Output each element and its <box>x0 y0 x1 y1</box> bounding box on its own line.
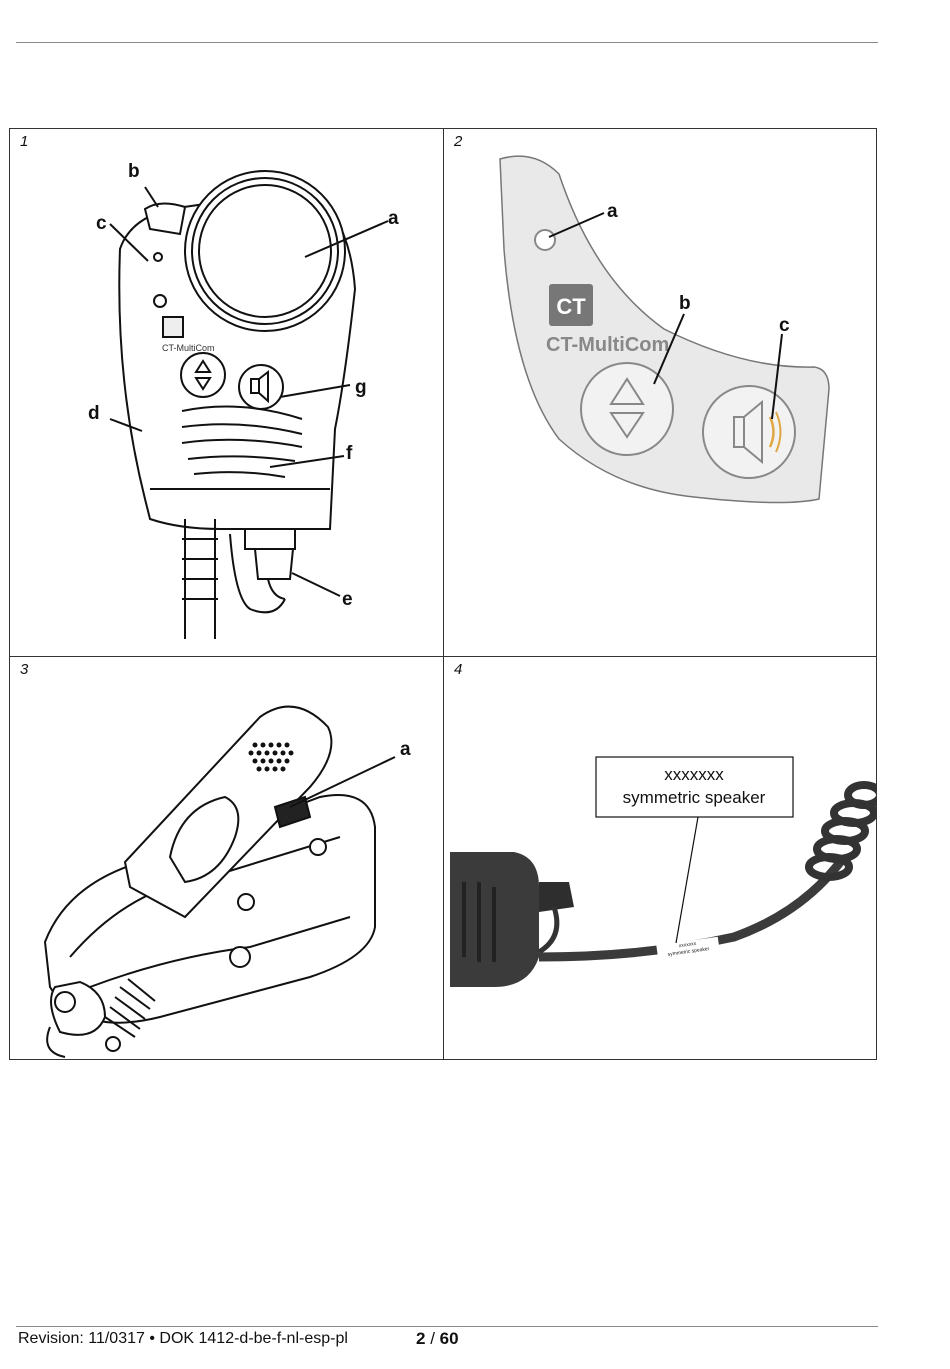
grid-divider-vertical <box>443 129 444 1059</box>
microphone-back-clip-drawing: a <box>43 705 411 1058</box>
figure-1-label-d: d <box>88 403 100 424</box>
figure-2-label-c: c <box>779 315 790 336</box>
figure-2-brand: CT-MultiCom <box>546 334 669 356</box>
grid-divider-horizontal <box>10 656 876 657</box>
figure-1-label-f: f <box>346 443 353 464</box>
handheld-microphone-drawing: b a c g d f e CT-MultiCom <box>88 161 399 639</box>
ct-logo-icon: CT <box>556 294 586 319</box>
page-current: 2 <box>416 1329 426 1348</box>
figure-1-panel: 1 <box>10 129 443 656</box>
keypad-faceplate-drawing: CT CT-MultiCom a b c <box>499 155 830 504</box>
figure-1-label-b: b <box>128 161 140 182</box>
callout-line2: symmetric speaker <box>623 788 766 807</box>
figure-2-panel: 2 CT CT-MultiCom a b c <box>444 129 877 656</box>
callout-line1: xxxxxxx <box>664 765 724 784</box>
page-separator: / <box>425 1329 440 1348</box>
figure-1-label-a: a <box>388 208 399 229</box>
figure-3-panel: 3 <box>10 657 443 1060</box>
cable-tag-line2: symmetric speaker <box>667 946 710 958</box>
footer-rule <box>16 1326 878 1327</box>
figure-4-number: 4 <box>454 661 463 678</box>
figure-3-label-a: a <box>400 739 411 760</box>
figure-grid: 1 <box>9 128 877 1060</box>
figure-1-number: 1 <box>20 133 29 150</box>
figure-1-label-g: g <box>355 377 367 398</box>
revision-text: Revision: 11/0317 • DOK 1412-d-be-f-nl-e… <box>18 1330 348 1347</box>
callout-box <box>595 756 794 818</box>
cable-label-photo: xxxxxxx symmetric speaker xxxxxxx symmet… <box>450 756 877 987</box>
header-rule <box>16 42 878 43</box>
figure-1-brand: CT-MultiCom <box>162 343 215 353</box>
figure-4-panel: 4 xxxxxxx symmetric speaker xxxxxxx <box>444 657 877 1060</box>
page-number: 2 / 60 <box>416 1329 459 1349</box>
figure-2-label-a: a <box>607 201 618 222</box>
figure-1-label-e: e <box>342 589 353 610</box>
figure-1-label-c: c <box>96 213 107 234</box>
page-total: 60 <box>439 1329 459 1348</box>
figure-3-number: 3 <box>20 661 29 678</box>
cable-tag-line1: xxxxxxx <box>679 941 698 949</box>
figure-2-label-b: b <box>679 293 691 314</box>
figure-2-number: 2 <box>454 133 463 150</box>
